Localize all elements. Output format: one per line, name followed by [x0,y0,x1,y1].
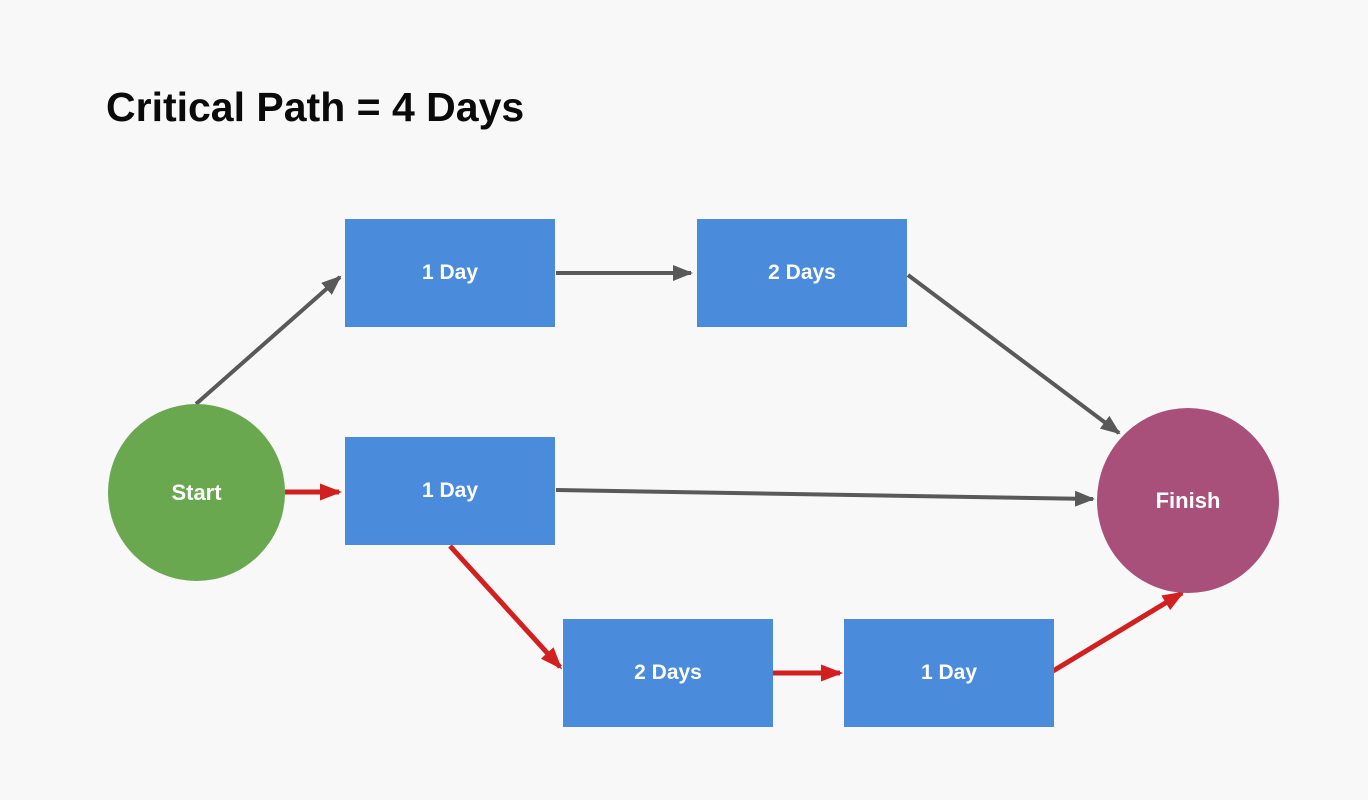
node-task-bottom-1: 2 Days [563,619,773,727]
node-task-top-2-label: 2 Days [768,261,836,284]
node-task-bottom-2-label: 1 Day [920,661,978,684]
node-task-top-1-label: 1 Day [421,261,479,284]
node-task-middle-label: 1 Day [421,479,479,502]
node-finish: Finish [1097,408,1279,593]
node-finish-label: Finish [1155,487,1221,513]
node-task-top-2: 2 Days [697,219,907,327]
edge-start-to-task-a [194,275,342,406]
node-task-bottom-1-label: 2 Days [634,661,702,684]
edge-task-b-to-finish [906,273,1121,435]
edge-task-e-to-finish-critical [1051,590,1185,674]
node-start: Start [108,404,285,581]
node-start-label: Start [171,479,222,505]
edge-task-c-to-task-d-critical [448,544,563,670]
node-task-top-1: 1 Day [345,219,555,327]
edge-task-c-to-finish [555,488,1095,507]
diagram-title: Critical Path = 4 Days [106,84,525,130]
node-task-bottom-2: 1 Day [844,619,1054,727]
node-task-middle: 1 Day [345,437,555,545]
